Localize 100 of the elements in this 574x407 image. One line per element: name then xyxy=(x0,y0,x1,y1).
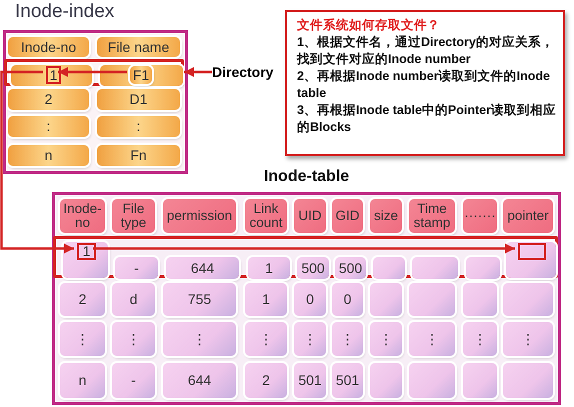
table-cell xyxy=(112,363,155,398)
note-step: 2、再根据Inode number读取到文件的Inode table xyxy=(297,68,557,102)
cell-value: d xyxy=(130,292,138,307)
table-cell xyxy=(163,322,236,356)
table-cell xyxy=(412,257,458,279)
column-header: ······· xyxy=(464,208,496,224)
table-cell xyxy=(163,283,236,316)
cell-value: : xyxy=(136,119,140,134)
cell-value: ⋮ xyxy=(259,332,273,346)
cell-value: ⋮ xyxy=(473,332,487,346)
table-cell xyxy=(503,363,553,398)
table-cell xyxy=(248,257,290,279)
note-step: 1、根据文件名，通过Directory的对应关系，找到文件对应的Inode number xyxy=(297,34,557,68)
cell-value: D1 xyxy=(130,92,148,107)
table-cell xyxy=(112,322,155,356)
cell-value: F1 xyxy=(132,68,150,82)
pointer-label: Directory xyxy=(212,64,274,80)
table-cell xyxy=(112,283,155,316)
cell-value: ⋮ xyxy=(340,332,354,346)
table-cell xyxy=(63,242,108,278)
column-header: Inode- no xyxy=(62,202,103,230)
cell-value: 2 xyxy=(44,92,52,107)
table-cell xyxy=(100,65,183,86)
cell-value: 1 xyxy=(262,292,270,307)
header-cell xyxy=(294,199,326,233)
cell-value: Inode-no xyxy=(20,40,76,54)
note-box xyxy=(285,10,565,156)
table-cell xyxy=(294,322,326,356)
arrow xyxy=(58,67,127,77)
note-step: 3、再根据Inode table中的Pointer读取到相应的Blocks xyxy=(297,102,557,136)
cell-value: 0 xyxy=(344,292,352,307)
cell-value: 1 xyxy=(265,260,273,276)
table-cell xyxy=(503,283,553,316)
table-cell xyxy=(245,322,287,356)
cell-value: 1 xyxy=(50,68,58,82)
cell-value: - xyxy=(134,260,139,276)
highlight-frame xyxy=(53,236,558,278)
table-cell xyxy=(97,37,180,57)
cell-value: 501 xyxy=(336,373,360,388)
cell-value: ⋮ xyxy=(379,332,393,346)
cell-value: 1 xyxy=(82,244,90,259)
cell-value: ⋮ xyxy=(303,332,317,346)
table-cell xyxy=(332,283,363,316)
cell-value: : xyxy=(46,119,50,134)
cell-value: File name xyxy=(108,40,170,54)
header-cell xyxy=(163,199,236,233)
table-cell xyxy=(8,89,89,110)
column-header: Time stamp xyxy=(412,202,452,230)
table-cell xyxy=(97,116,180,137)
table-cell xyxy=(8,37,89,57)
table-cell xyxy=(245,283,287,316)
cell-value: Fn xyxy=(130,148,147,163)
cell-value: 501 xyxy=(298,373,322,388)
column-header: size xyxy=(374,208,398,224)
column-header: permission xyxy=(166,208,232,224)
cell-value: n xyxy=(78,373,86,388)
table-cell xyxy=(332,363,363,398)
table-cell xyxy=(97,89,180,110)
cell-value: 500 xyxy=(338,260,362,276)
cell-value: 755 xyxy=(188,292,212,307)
highlight-box xyxy=(46,66,61,84)
column-header: GID xyxy=(335,208,360,224)
cell-value: ⋮ xyxy=(76,332,90,346)
cell-value: n xyxy=(44,148,52,163)
table-cell xyxy=(335,257,366,279)
table-cell xyxy=(506,242,556,278)
table-cell xyxy=(60,322,105,356)
cell-value: 0 xyxy=(306,292,314,307)
header-cell xyxy=(370,199,402,233)
table-title: Inode-index xyxy=(15,0,114,24)
table-cell xyxy=(373,257,405,279)
highlight-box xyxy=(518,243,546,260)
cell-value: ⋮ xyxy=(192,332,206,346)
cell-value: 644 xyxy=(188,373,212,388)
table-cell xyxy=(463,322,497,356)
table-cell xyxy=(409,322,455,356)
arrow xyxy=(0,70,74,254)
table-cell xyxy=(163,363,236,398)
table-cell xyxy=(370,363,402,398)
table-cell xyxy=(60,363,105,398)
highlight-box xyxy=(77,243,96,260)
cell-value: 2 xyxy=(78,292,86,307)
cell-value: ⋮ xyxy=(521,332,535,346)
table-title: Inode-table xyxy=(262,167,350,187)
column-header: File type xyxy=(120,202,148,230)
cell-value: 2 xyxy=(262,373,270,388)
note-heading: 文件系统如何存取文件？ xyxy=(297,17,441,34)
table-cell xyxy=(503,322,553,356)
table-cell xyxy=(463,363,497,398)
table-cell xyxy=(8,116,89,137)
table-cell xyxy=(332,322,363,356)
table-cell xyxy=(409,363,455,398)
arrow xyxy=(93,244,515,254)
header-cell xyxy=(503,199,553,233)
column-header: pointer xyxy=(507,208,549,224)
column-header: UID xyxy=(298,208,322,224)
table-cell xyxy=(294,283,326,316)
column-header: Link count xyxy=(248,202,284,230)
table-cell xyxy=(97,145,180,166)
cell-value: ⋮ xyxy=(126,332,140,346)
